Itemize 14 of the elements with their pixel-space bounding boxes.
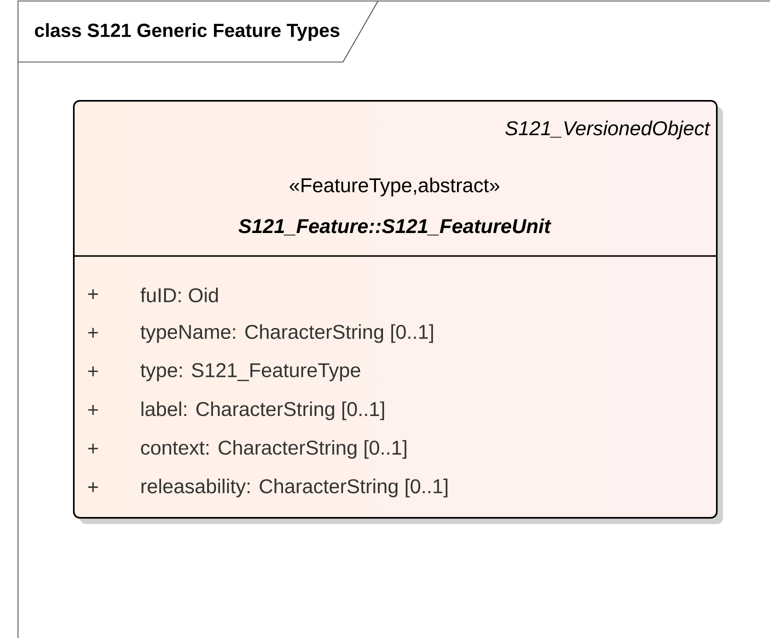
- visibility-marker: +: [88, 482, 98, 492]
- visibility-marker: +: [88, 366, 98, 376]
- visibility-marker: +: [88, 328, 98, 338]
- visibility-marker: +: [88, 289, 98, 300]
- attribute-text: type: S121_FeatureType: [140, 363, 360, 382]
- visibility-marker: +: [88, 405, 98, 415]
- attribute-text: label: CharacterString [0..1]: [142, 401, 384, 420]
- diagram-frame: [18, 0, 770, 638]
- frame-title: class S121 Generic Feature Types: [34, 23, 340, 41]
- attribute-text: typeName: CharacterString [0..1]: [140, 324, 433, 343]
- attribute-text: releasability: CharacterString [0..1]: [142, 478, 448, 498]
- visibility-marker: +: [88, 444, 98, 454]
- attribute-text: context: CharacterString [0..1]: [141, 440, 406, 459]
- attribute-text: fuID: Oid: [140, 288, 218, 302]
